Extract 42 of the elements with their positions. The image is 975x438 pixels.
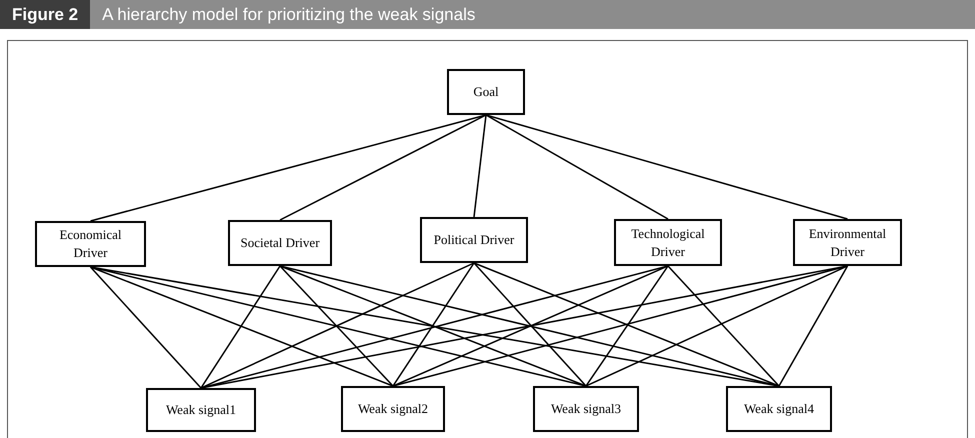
connector-line bbox=[392, 265, 668, 387]
connector-line bbox=[200, 266, 281, 388]
connector-line bbox=[90, 266, 586, 387]
connector-line bbox=[486, 114, 848, 220]
connector-line bbox=[392, 262, 475, 386]
connector-line bbox=[585, 266, 669, 386]
node-label: Environmental Driver bbox=[808, 224, 888, 260]
connector-line bbox=[473, 262, 587, 386]
node-label: Weak signal2 bbox=[358, 400, 428, 418]
connector-line bbox=[586, 265, 848, 387]
node-label: Economical Driver bbox=[58, 226, 123, 262]
node-label: Technological Driver bbox=[630, 224, 706, 260]
connector-line bbox=[474, 262, 780, 387]
connector-line bbox=[280, 265, 586, 387]
connector-line bbox=[473, 114, 487, 218]
connector-line bbox=[90, 114, 486, 222]
connector-line bbox=[279, 265, 394, 387]
hierarchy-box bbox=[228, 220, 332, 266]
node-label: Goal bbox=[473, 83, 499, 101]
node-label: Weak signal3 bbox=[550, 400, 622, 418]
node-label: Political Driver bbox=[434, 231, 514, 249]
node-label: Weak signal1 bbox=[166, 401, 236, 419]
hierarchy-box bbox=[793, 219, 902, 266]
hierarchy-box bbox=[533, 386, 639, 432]
hierarchy-box bbox=[447, 69, 525, 115]
figure-number: Figure 2 bbox=[0, 0, 90, 29]
node-label: Societal Driver bbox=[240, 234, 320, 252]
node-label: Weak signal4 bbox=[744, 400, 814, 418]
connector-line bbox=[90, 266, 202, 388]
connector-line bbox=[200, 262, 474, 389]
connector-line bbox=[778, 266, 848, 386]
hierarchy-box bbox=[614, 219, 722, 266]
connector-line bbox=[280, 114, 486, 221]
hierarchy-box bbox=[726, 386, 832, 432]
connector-line bbox=[90, 266, 394, 387]
hierarchy-box bbox=[146, 388, 256, 432]
hierarchy-box bbox=[35, 221, 146, 267]
connector-line bbox=[667, 266, 780, 386]
hierarchy-box bbox=[420, 217, 528, 263]
figure-title: A hierarchy model for prioritizing the weak signals bbox=[102, 4, 476, 26]
hierarchy-box bbox=[341, 386, 445, 432]
connector-line bbox=[486, 114, 668, 220]
